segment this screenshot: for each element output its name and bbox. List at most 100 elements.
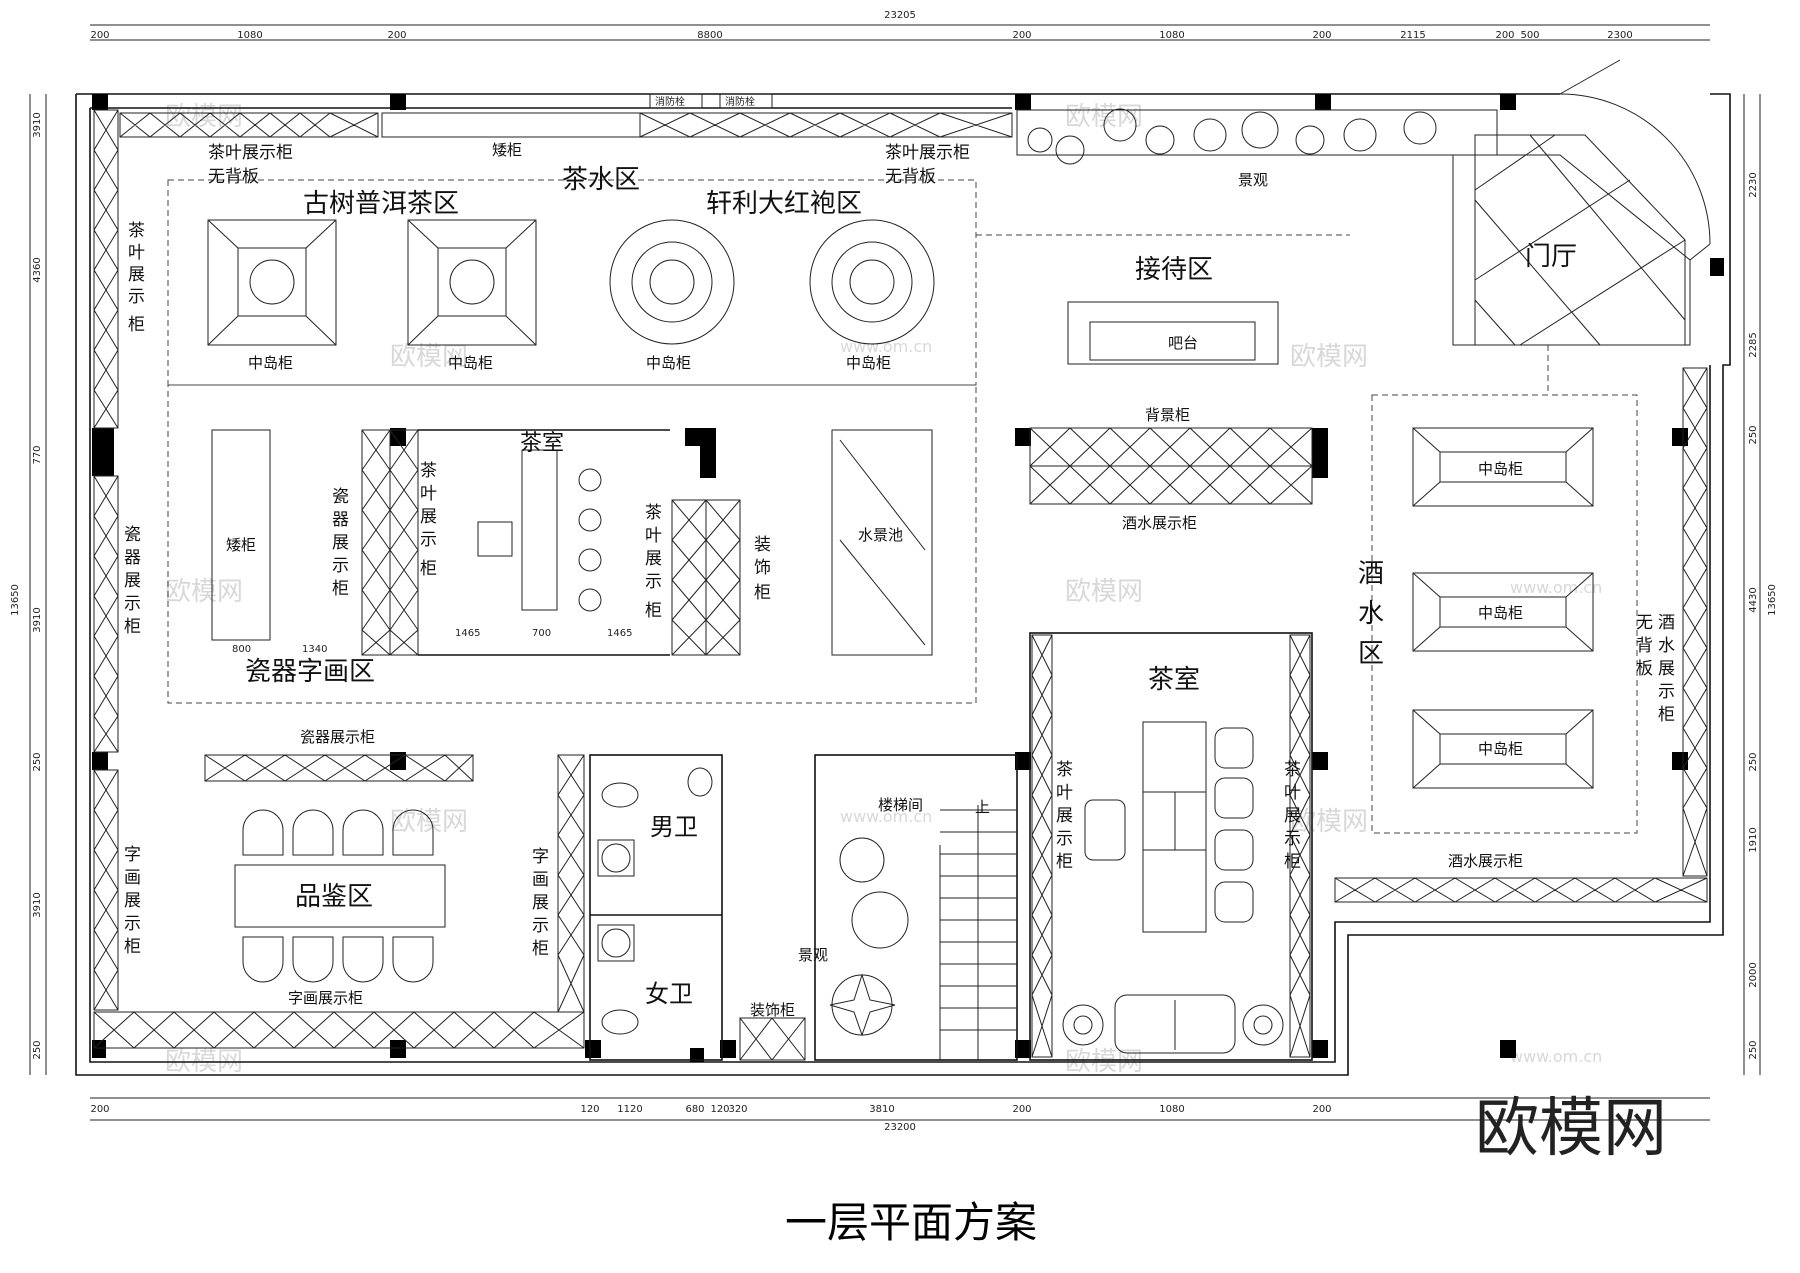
left-tea-cabinet-label: 茶 叶 展 示 柜 xyxy=(128,221,145,335)
tea-water-zone xyxy=(167,179,1350,704)
dim-left: 3910 xyxy=(32,892,43,917)
char: 瓷 xyxy=(332,487,349,507)
painting-vertical-label: 字 画 展 示 柜 xyxy=(532,847,549,959)
char: 示 xyxy=(124,914,141,934)
decor-vertical-label: 装 饰 柜 xyxy=(754,535,771,603)
char: 茶 xyxy=(420,461,437,481)
left-porcelain-cabinet-label: 瓷 器 展 示 柜 xyxy=(124,525,141,637)
landscape-strip xyxy=(1016,108,1498,165)
char: 水 xyxy=(1358,599,1384,629)
tea-cabinet-nb-left-sub: 无背板 xyxy=(208,167,259,187)
tasting-area-furniture xyxy=(234,754,585,1013)
watermark-url: www.om.cn xyxy=(840,337,932,356)
zone-reception: 接待区 xyxy=(1135,255,1213,285)
zone-tasting: 品鉴区 xyxy=(295,882,373,912)
zone-wine: 酒 水 区 xyxy=(1358,559,1384,669)
left-cabinets xyxy=(93,109,585,1049)
painting-cabinet-bottom: 字画展示柜 xyxy=(288,989,363,1007)
zone-women: 女卫 xyxy=(645,980,693,1008)
dim-bottom: 320 xyxy=(728,1104,747,1115)
fire-hydrant: 消防栓 xyxy=(725,95,755,108)
watermark-url: www.om.cn xyxy=(1510,1047,1602,1066)
wine-island-label: 中岛柜 xyxy=(1478,604,1523,622)
dim-right-total: 13650 xyxy=(1767,584,1778,616)
tea-room2-right-label: 茶 叶 展 示 柜 xyxy=(1284,760,1301,872)
porcelain-cabinet-h: 瓷器展示柜 xyxy=(300,728,375,746)
dim-right: 250 xyxy=(1748,752,1759,771)
landscape-top: 景观 xyxy=(1238,171,1268,189)
char: 柜 xyxy=(754,583,771,603)
top-cabinets xyxy=(119,93,1013,138)
char: 柜 xyxy=(124,937,141,957)
bg-cabinet-label: 背景柜 xyxy=(1145,406,1190,424)
dim-top: 200 xyxy=(1012,30,1031,41)
tea-cabinet-nb-right-sub: 无背板 xyxy=(885,167,936,187)
char: 板 xyxy=(1636,659,1653,679)
drawing-title: 一层平面方案 xyxy=(785,1198,1037,1247)
dim-left: 770 xyxy=(32,445,43,464)
small-dim: 1465 xyxy=(455,628,480,639)
low-cabinet-mid: 矮柜 xyxy=(226,536,256,554)
char: 示 xyxy=(645,572,662,592)
char: 叶 xyxy=(645,526,662,546)
dim-right: 250 xyxy=(1748,1040,1759,1059)
decor-cabinet-label: 装饰柜 xyxy=(750,1001,795,1019)
tea-room1-left-label: 茶 叶 展 示 柜 xyxy=(420,461,437,579)
entry-door-swing xyxy=(1559,93,1711,245)
outer-walls xyxy=(75,59,1731,1076)
tea-cabinet-nb-left: 茶叶展示柜 xyxy=(208,143,293,163)
dim-top: 200 xyxy=(1495,30,1514,41)
dim-right: 4430 xyxy=(1748,587,1759,612)
char: 叶 xyxy=(420,484,437,504)
dim-left: 4360 xyxy=(32,257,43,282)
dim-bottom: 1120 xyxy=(617,1104,642,1115)
char: 柜 xyxy=(1056,852,1073,872)
watermark: 欧模网 xyxy=(1290,342,1368,372)
dim-bottom: 120 xyxy=(580,1104,599,1115)
zone-gushu: 古树普洱茶区 xyxy=(303,189,459,219)
zone-xuanli: 轩利大红袍区 xyxy=(706,189,862,219)
char: 装 xyxy=(754,535,771,555)
tea-room-1-furniture xyxy=(204,429,933,782)
stair-up-label: 上 xyxy=(975,798,990,816)
dim-bottom: 3810 xyxy=(869,1104,894,1115)
zone-tea-room-1: 茶室 xyxy=(520,431,564,456)
dim-right: 2285 xyxy=(1748,332,1759,357)
dim-top: 1080 xyxy=(237,30,262,41)
island-label: 中岛柜 xyxy=(248,354,293,372)
dim-bottom: 1080 xyxy=(1159,1104,1184,1115)
char: 茶 xyxy=(1056,760,1073,780)
island-label: 中岛柜 xyxy=(448,354,493,372)
char: 酒 xyxy=(1358,559,1384,589)
island-label: 中岛柜 xyxy=(846,354,891,372)
watermarks: 欧模网 欧模网 欧模网 欧模网 欧模网 欧模网 欧模网 欧模网 欧模网 欧模网 … xyxy=(165,102,1602,1077)
char: 茶 xyxy=(128,221,145,241)
dim-bottom: 680 xyxy=(685,1104,704,1115)
stairwell xyxy=(814,754,1018,1061)
dim-top: 200 xyxy=(1312,30,1331,41)
char: 展 xyxy=(1056,806,1073,826)
char: 字 xyxy=(532,847,549,867)
fire-hydrant: 消防栓 xyxy=(655,95,685,108)
small-dim: 1465 xyxy=(607,628,632,639)
dim-bottom: 200 xyxy=(1012,1104,1031,1115)
char: 柜 xyxy=(128,315,145,335)
dim-right: 2230 xyxy=(1748,172,1759,197)
dim-left-total: 13650 xyxy=(10,584,21,616)
low-cabinet-top: 矮柜 xyxy=(492,141,522,159)
char: 叶 xyxy=(1056,783,1073,803)
dim-bottom: 200 xyxy=(90,1104,109,1115)
dim-left: 3910 xyxy=(32,112,43,137)
porcelain-vertical-label: 瓷 器 展 示 柜 xyxy=(332,487,349,599)
watermark: 欧模网 xyxy=(390,807,468,837)
dim-top: 200 xyxy=(90,30,109,41)
char: 饰 xyxy=(754,558,771,578)
tea-room1-right-label: 茶 叶 展 示 柜 xyxy=(645,503,662,621)
dim-top: 2115 xyxy=(1400,30,1425,41)
char: 区 xyxy=(1358,639,1384,669)
watermark-url: www.om.cn xyxy=(840,807,932,826)
char: 展 xyxy=(532,893,549,913)
watermark-url: www.om.cn xyxy=(1510,578,1602,597)
zone-tea-water: 茶水区 xyxy=(562,165,640,195)
